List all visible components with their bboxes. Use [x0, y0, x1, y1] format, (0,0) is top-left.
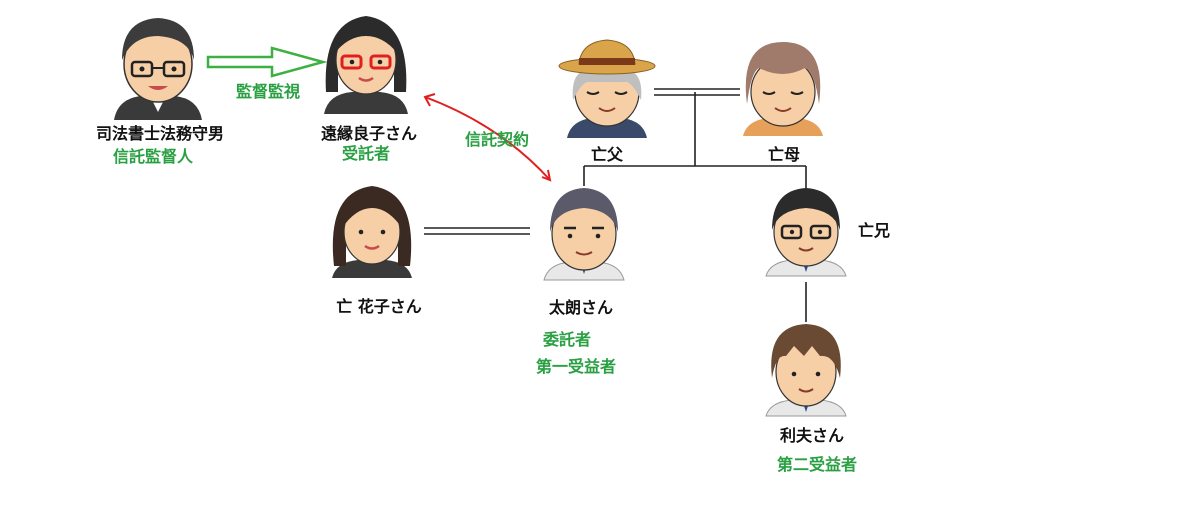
lawyer-name: 司法書士法務守男 [95, 124, 225, 143]
man-glasses-avatar [765, 188, 847, 277]
old-woman-avatar [743, 42, 823, 136]
man-glasses-suit-avatar [114, 18, 202, 120]
wife-name: 亡 花子さん [336, 297, 422, 316]
supervision-arrow [206, 46, 328, 78]
brother-name: 亡兄 [858, 221, 891, 240]
taro-role-settlor: 委託者 [542, 330, 592, 349]
family-lines [424, 88, 807, 322]
taro-name: 太朗さん [548, 298, 614, 317]
lawyer-role: 信託監督人 [112, 147, 194, 166]
father-name: 亡父 [590, 145, 624, 164]
trustee-name: 遠縁良子さん [320, 124, 418, 143]
toshio-name: 利夫さん [779, 426, 845, 445]
woman-red-glasses-avatar [324, 16, 408, 114]
woman-suit-avatar [332, 186, 412, 278]
old-man-straw-hat-avatar [558, 39, 656, 138]
mother-name: 亡母 [767, 145, 801, 164]
middle-aged-man-avatar [543, 188, 625, 281]
toshio-role: 第二受益者 [776, 455, 858, 474]
young-man-avatar [765, 324, 847, 417]
taro-role-first-beneficiary: 第一受益者 [535, 357, 617, 376]
trustee-role: 受託者 [341, 144, 391, 163]
trust-contract-arrow [423, 93, 552, 182]
trust-contract-label: 信託契約 [464, 130, 530, 149]
supervision-label: 監督監視 [235, 82, 301, 101]
